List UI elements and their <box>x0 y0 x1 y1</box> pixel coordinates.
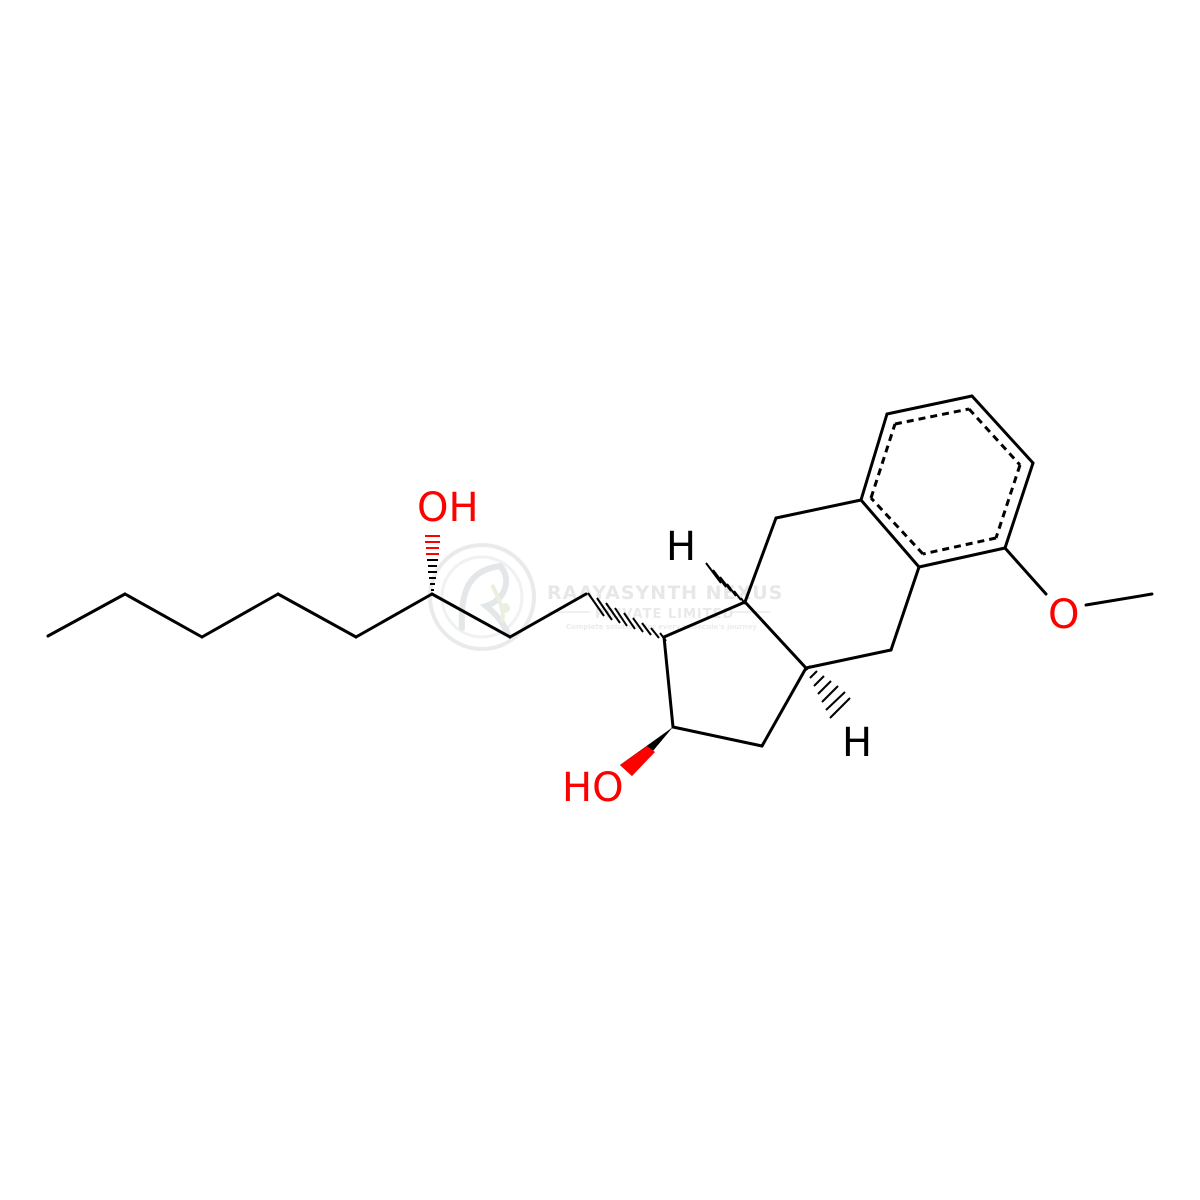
watermark: RAAYASYNTH NEXUS PRIVATE LIMITED Complet… <box>428 543 783 651</box>
bond <box>200 592 280 639</box>
bond <box>885 394 974 416</box>
bond <box>1003 546 1048 596</box>
bond <box>917 546 1007 569</box>
bonds <box>46 394 1154 748</box>
bond <box>662 635 675 729</box>
aromatic-bond <box>994 464 1022 539</box>
bond <box>804 648 893 670</box>
bond <box>46 592 127 638</box>
bond <box>774 498 863 520</box>
methoxy-oxygen-label: O <box>1048 592 1079 638</box>
stereo-hydrogen-upper-label: H <box>666 524 696 570</box>
bond <box>743 600 808 670</box>
aromatic-ring-dashes <box>869 407 1022 556</box>
hydroxyl-bottom-label: HO <box>562 765 624 811</box>
hashed-wedge-oh-top-red <box>425 535 440 555</box>
atom-labels: OH HO O H H <box>417 485 1079 811</box>
bond <box>354 592 434 639</box>
watermark-tagline: Complete solutions for every molecule's … <box>566 623 757 631</box>
watermark-logo-icon <box>428 543 536 651</box>
stereo-bonds <box>425 535 851 776</box>
aromatic-bond <box>869 423 897 499</box>
aromatic-bond <box>967 407 1022 467</box>
bond <box>859 498 921 569</box>
hashed-wedge-chain <box>587 592 667 642</box>
bond <box>671 725 764 748</box>
aromatic-bond <box>922 536 997 556</box>
bond <box>430 592 512 639</box>
bond <box>760 666 808 748</box>
watermark-company-type: PRIVATE LIMITED <box>595 607 734 622</box>
hashed-wedge-h-upper <box>705 562 746 605</box>
bond <box>508 592 588 639</box>
bond <box>123 592 204 639</box>
hydroxyl-top-label: OH <box>417 485 479 531</box>
bond <box>1003 461 1035 550</box>
aromatic-bond <box>869 496 925 556</box>
hashed-wedge-h-lower <box>805 665 851 719</box>
watermark-company-name: RAAYASYNTH NEXUS <box>547 582 783 604</box>
bond <box>970 394 1035 465</box>
bond <box>1084 592 1154 607</box>
bond <box>743 516 778 604</box>
aromatic-bond <box>894 407 970 426</box>
bond <box>859 412 889 502</box>
bond <box>276 592 358 639</box>
wedge-bond-oxygen-part <box>620 746 655 776</box>
stereo-hydrogen-lower-label: H <box>842 720 872 766</box>
bond <box>662 600 747 639</box>
bond <box>889 565 921 652</box>
hashed-wedge-oh-top <box>427 559 438 591</box>
